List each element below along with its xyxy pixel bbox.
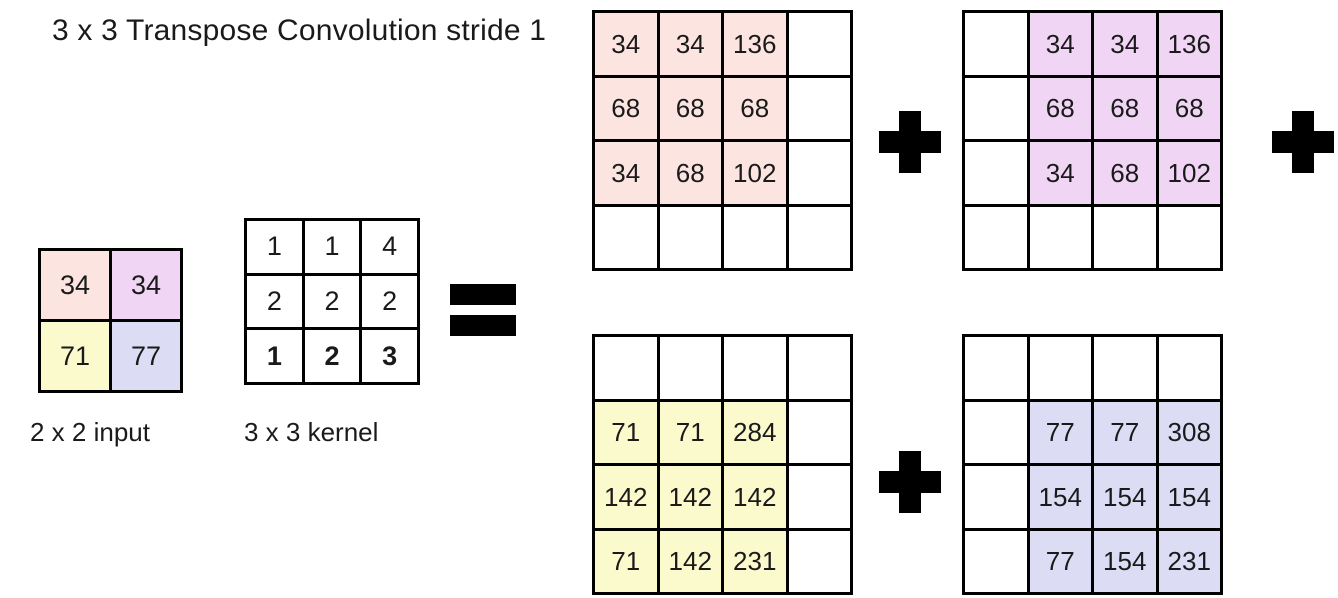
kernel-cell: 1 <box>304 221 360 273</box>
output-cell: 71 <box>595 401 657 463</box>
output-cell <box>788 142 850 204</box>
kernel-cell: 4 <box>362 221 417 273</box>
input-cell: 77 <box>112 322 180 390</box>
output-cell <box>788 530 850 592</box>
output-cell: 34 <box>659 13 721 75</box>
output-cell <box>788 13 850 75</box>
output-cell <box>965 13 1027 75</box>
output-cell: 231 <box>1158 530 1220 592</box>
output-cell <box>1158 337 1220 399</box>
output-cell: 34 <box>1029 13 1091 75</box>
output-cell: 154 <box>1094 466 1156 528</box>
output-cell <box>965 206 1027 268</box>
output-cell <box>595 337 657 399</box>
page-title: 3 x 3 Transpose Convolution stride 1 <box>52 14 547 47</box>
kernel-cell: 1 <box>247 330 302 382</box>
output-cell: 34 <box>595 13 657 75</box>
output-cell: 231 <box>724 530 786 592</box>
output-cell <box>1158 206 1220 268</box>
output-cell <box>1094 206 1156 268</box>
output-cell: 34 <box>1029 142 1091 204</box>
output-cell: 68 <box>1158 77 1220 139</box>
output-cell: 34 <box>595 142 657 204</box>
kernel-cell: 3 <box>362 330 417 382</box>
output-cell: 154 <box>1029 466 1091 528</box>
kernel-cell: 2 <box>247 275 302 328</box>
output-cell <box>595 206 657 268</box>
output-cell <box>965 466 1027 528</box>
output-cell: 142 <box>595 466 657 528</box>
kernel-cell: 2 <box>304 330 360 382</box>
output-cell <box>788 77 850 139</box>
output-cell <box>965 77 1027 139</box>
output-cell: 308 <box>1158 401 1220 463</box>
output-cell: 68 <box>1029 77 1091 139</box>
output-cell: 68 <box>659 77 721 139</box>
output-cell: 71 <box>595 530 657 592</box>
output-cell: 34 <box>1094 13 1156 75</box>
output-cell: 68 <box>724 77 786 139</box>
output-cell: 142 <box>724 466 786 528</box>
equals-bar-bottom <box>450 315 516 336</box>
input-cell: 34 <box>112 251 180 319</box>
input-cell: 71 <box>41 322 109 390</box>
output-cell <box>965 142 1027 204</box>
output-cell <box>965 401 1027 463</box>
output-cell: 284 <box>724 401 786 463</box>
equals-sign <box>450 284 516 342</box>
output-cell: 68 <box>659 142 721 204</box>
kernel-cell: 2 <box>362 275 417 328</box>
output-cell <box>724 337 786 399</box>
output-cell: 68 <box>1094 77 1156 139</box>
output-cell: 102 <box>724 142 786 204</box>
output-cell <box>965 530 1027 592</box>
output-cell <box>659 206 721 268</box>
output-cell: 154 <box>1158 466 1220 528</box>
output-cell: 77 <box>1029 530 1091 592</box>
plus-icon <box>1272 111 1334 173</box>
plus-icon <box>879 451 941 513</box>
input-cell: 34 <box>41 251 109 319</box>
output-cell <box>788 466 850 528</box>
output-cell: 71 <box>659 401 721 463</box>
output-cell <box>659 337 721 399</box>
equals-bar-top <box>450 284 516 305</box>
output-cell: 77 <box>1029 401 1091 463</box>
output-cell: 68 <box>595 77 657 139</box>
output-cell: 77 <box>1094 401 1156 463</box>
kernel-cell: 1 <box>247 221 302 273</box>
output-cell: 142 <box>659 466 721 528</box>
kernel-caption: 3 x 3 kernel <box>244 417 379 447</box>
kernel-cell: 2 <box>304 275 360 328</box>
output-cell <box>965 337 1027 399</box>
output-cell: 142 <box>659 530 721 592</box>
output-cell: 136 <box>1158 13 1220 75</box>
plus-icon <box>879 111 941 173</box>
output-cell <box>788 206 850 268</box>
output-cell: 68 <box>1094 142 1156 204</box>
output-cell <box>724 206 786 268</box>
input-caption: 2 x 2 input <box>30 417 150 447</box>
output-cell <box>788 337 850 399</box>
output-cell <box>1029 337 1091 399</box>
output-cell: 136 <box>724 13 786 75</box>
output-cell <box>788 401 850 463</box>
output-cell: 102 <box>1158 142 1220 204</box>
output-cell <box>1029 206 1091 268</box>
output-cell <box>1094 337 1156 399</box>
output-cell: 154 <box>1094 530 1156 592</box>
